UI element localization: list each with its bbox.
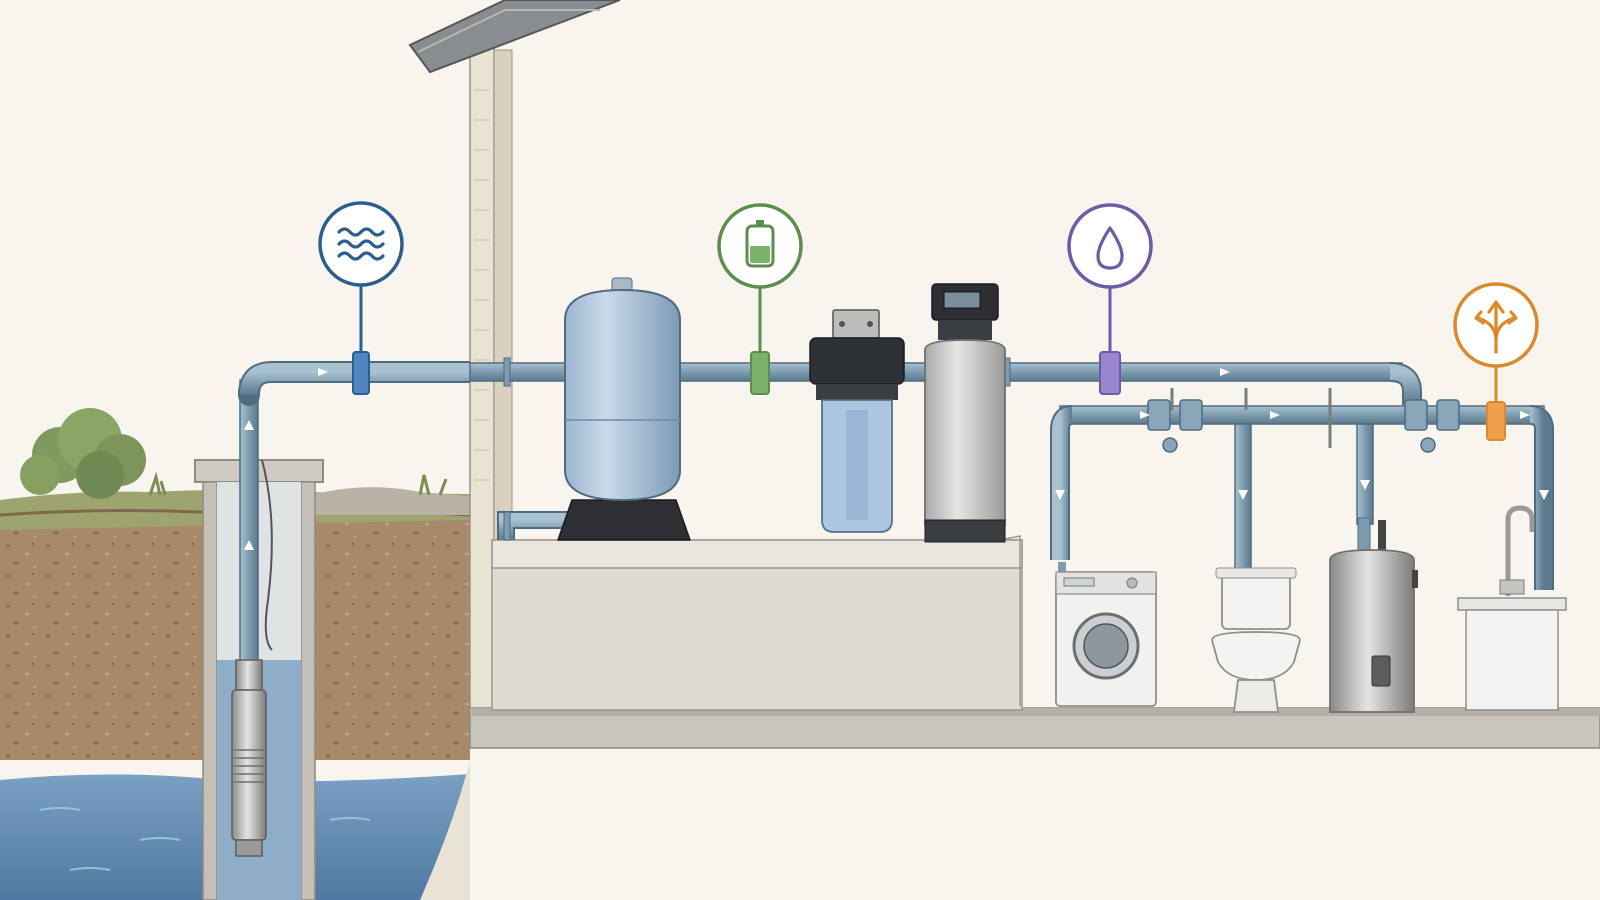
water-softener bbox=[924, 283, 1006, 543]
sink bbox=[1457, 505, 1567, 711]
sediment-filter bbox=[809, 309, 905, 533]
water-heater bbox=[1329, 517, 1418, 713]
drop-pipe bbox=[239, 379, 273, 671]
foundation-slope bbox=[420, 720, 470, 900]
branch-arrows-icon bbox=[1474, 300, 1518, 354]
basement-floor bbox=[469, 707, 1600, 749]
roof bbox=[408, 0, 621, 74]
treatment-callout bbox=[1067, 203, 1153, 395]
house-wall bbox=[469, 44, 513, 726]
submersible-pump bbox=[231, 659, 267, 857]
toilet bbox=[1211, 567, 1301, 713]
callouts bbox=[318, 201, 1539, 441]
shrub bbox=[20, 408, 448, 499]
equipment-platform bbox=[491, 535, 1023, 711]
water-drop-icon bbox=[1096, 226, 1124, 270]
pressure-tank bbox=[556, 277, 692, 541]
washing-machine bbox=[1055, 562, 1157, 707]
tank-level-icon bbox=[745, 220, 775, 268]
waves-icon bbox=[337, 227, 385, 261]
water-source-callout bbox=[318, 201, 404, 395]
pressure-storage-callout bbox=[717, 203, 803, 395]
distribution-callout bbox=[1453, 282, 1539, 441]
supply-pipes bbox=[238, 357, 1554, 590]
